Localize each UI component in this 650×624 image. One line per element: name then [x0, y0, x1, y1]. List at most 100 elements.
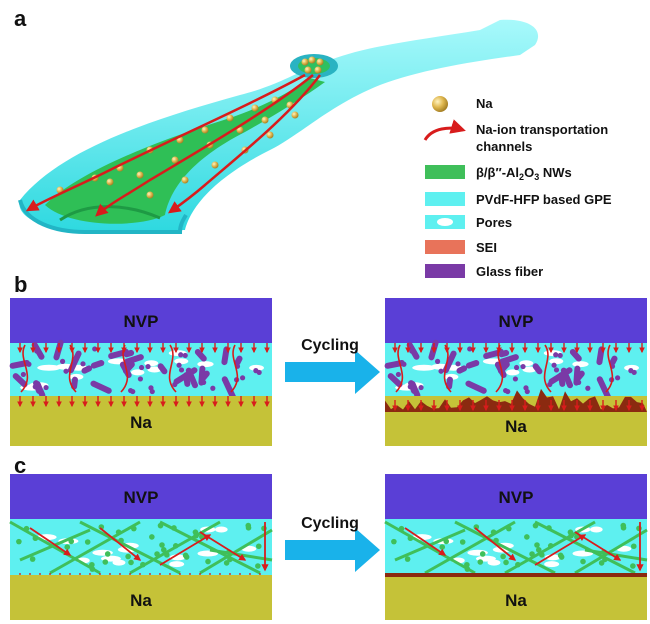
legend-channels-label-1: Na-ion transportation [476, 122, 608, 137]
glass-dot [557, 352, 563, 359]
pore [249, 364, 264, 371]
pore [215, 526, 228, 533]
legend-channels-entry: Na-ion transportation channels [423, 119, 608, 154]
red-arrow-icon [423, 119, 466, 141]
nanowire-dot [182, 552, 189, 559]
nanowire-dot [160, 547, 167, 553]
glass-fiber [456, 365, 468, 374]
nanowire [454, 520, 556, 575]
glass-dot [145, 363, 151, 370]
glass-dot [628, 368, 634, 374]
legend-glass-entry: Glass fiber [425, 264, 543, 279]
ion-channel [230, 344, 239, 393]
ion-channel [99, 527, 142, 561]
glass-dot [407, 384, 413, 390]
nanowire-dot [245, 524, 252, 531]
nanowire [9, 520, 101, 575]
glass-fiber [194, 348, 207, 362]
nanowire [49, 520, 141, 575]
pore [169, 561, 185, 568]
glass-fiber [157, 363, 168, 375]
na-label: Na [505, 417, 527, 436]
glass-fiber [609, 355, 618, 366]
glass-dot [80, 361, 86, 367]
glass-dot [434, 358, 441, 364]
nanowire-dot [630, 563, 636, 569]
nanowire-dot [439, 544, 446, 550]
na-particle [106, 178, 114, 186]
ion-channel [574, 531, 622, 561]
legend-sei-entry: SEI [425, 240, 497, 255]
na-label: Na [130, 591, 152, 610]
glass-fiber-swatch [425, 264, 465, 278]
ion-channel [443, 344, 452, 393]
sei-swatch [425, 240, 465, 254]
glass-dot [553, 367, 560, 373]
legend-pores-label: Pores [476, 215, 512, 230]
ion-channel [120, 344, 129, 393]
glass-dot [178, 352, 184, 358]
legend-sei-label: SEI [476, 240, 497, 255]
pore [506, 369, 520, 376]
electrolyte-contents [9, 520, 273, 584]
glass-fiber [596, 376, 612, 402]
glass-dot [137, 376, 144, 382]
ion-channel [404, 527, 447, 556]
legend-na-label: Na [476, 96, 493, 111]
panel-c: NVP Na Cycling NVP Na [9, 474, 648, 620]
glass-dot [178, 367, 185, 373]
glass-dot [172, 381, 178, 388]
glass-dot [512, 376, 519, 382]
gpe-swatch [425, 192, 465, 206]
glass-dot [395, 371, 401, 378]
glass-dot [176, 362, 182, 368]
na-particle [226, 114, 234, 122]
nanowire-dot [598, 560, 605, 566]
na-particle [146, 191, 154, 199]
glass-fiber [532, 363, 543, 375]
glass-dot [240, 375, 246, 381]
cycling-label: Cycling [301, 337, 359, 354]
glass-dot [201, 379, 207, 386]
glass-dot [576, 379, 582, 386]
ion-arrows [17, 343, 270, 408]
nanowire-dot [535, 547, 542, 553]
na-label: Na [505, 591, 527, 610]
cell-c-after: NVP Na [384, 474, 648, 620]
legend-nanowire-entry: β/β″-Al2O3 NWs [425, 165, 572, 182]
ion-channel [159, 534, 212, 566]
nanowire-dot [84, 539, 91, 545]
pore [522, 366, 537, 373]
glass-fiber [90, 360, 105, 369]
glass-dot [409, 348, 415, 354]
na-particle [266, 131, 274, 139]
nanowire-dot [104, 551, 111, 557]
pore [37, 364, 61, 371]
nvp-label: NVP [499, 312, 534, 331]
ion-channel [395, 344, 404, 393]
nanowire-dot [255, 543, 262, 550]
na-label: Na [130, 413, 152, 432]
panel-b-label: b [14, 272, 28, 297]
nvp-layer [385, 474, 647, 519]
na-particle [181, 176, 189, 184]
na-particle [251, 104, 259, 112]
nanowire-dot [404, 556, 411, 562]
glass-dot [20, 371, 26, 378]
legend-gpe-label: PVdF-HFP based GPE [476, 192, 612, 207]
nanowire [129, 520, 221, 575]
na-particle [301, 58, 309, 66]
glass-dot [130, 388, 136, 395]
nanowire-dot [503, 559, 509, 566]
glass-dot [615, 375, 621, 381]
nanowire-dot [159, 542, 165, 548]
cycling-label: Cycling [301, 515, 359, 532]
pore [174, 358, 189, 365]
na-layer [385, 575, 647, 620]
glass-fiber [81, 365, 93, 374]
glass-fiber [387, 373, 403, 388]
nanowire [384, 520, 476, 575]
glass-dot [26, 361, 32, 367]
glass-fiber [90, 380, 112, 394]
glass-dot [182, 352, 188, 359]
